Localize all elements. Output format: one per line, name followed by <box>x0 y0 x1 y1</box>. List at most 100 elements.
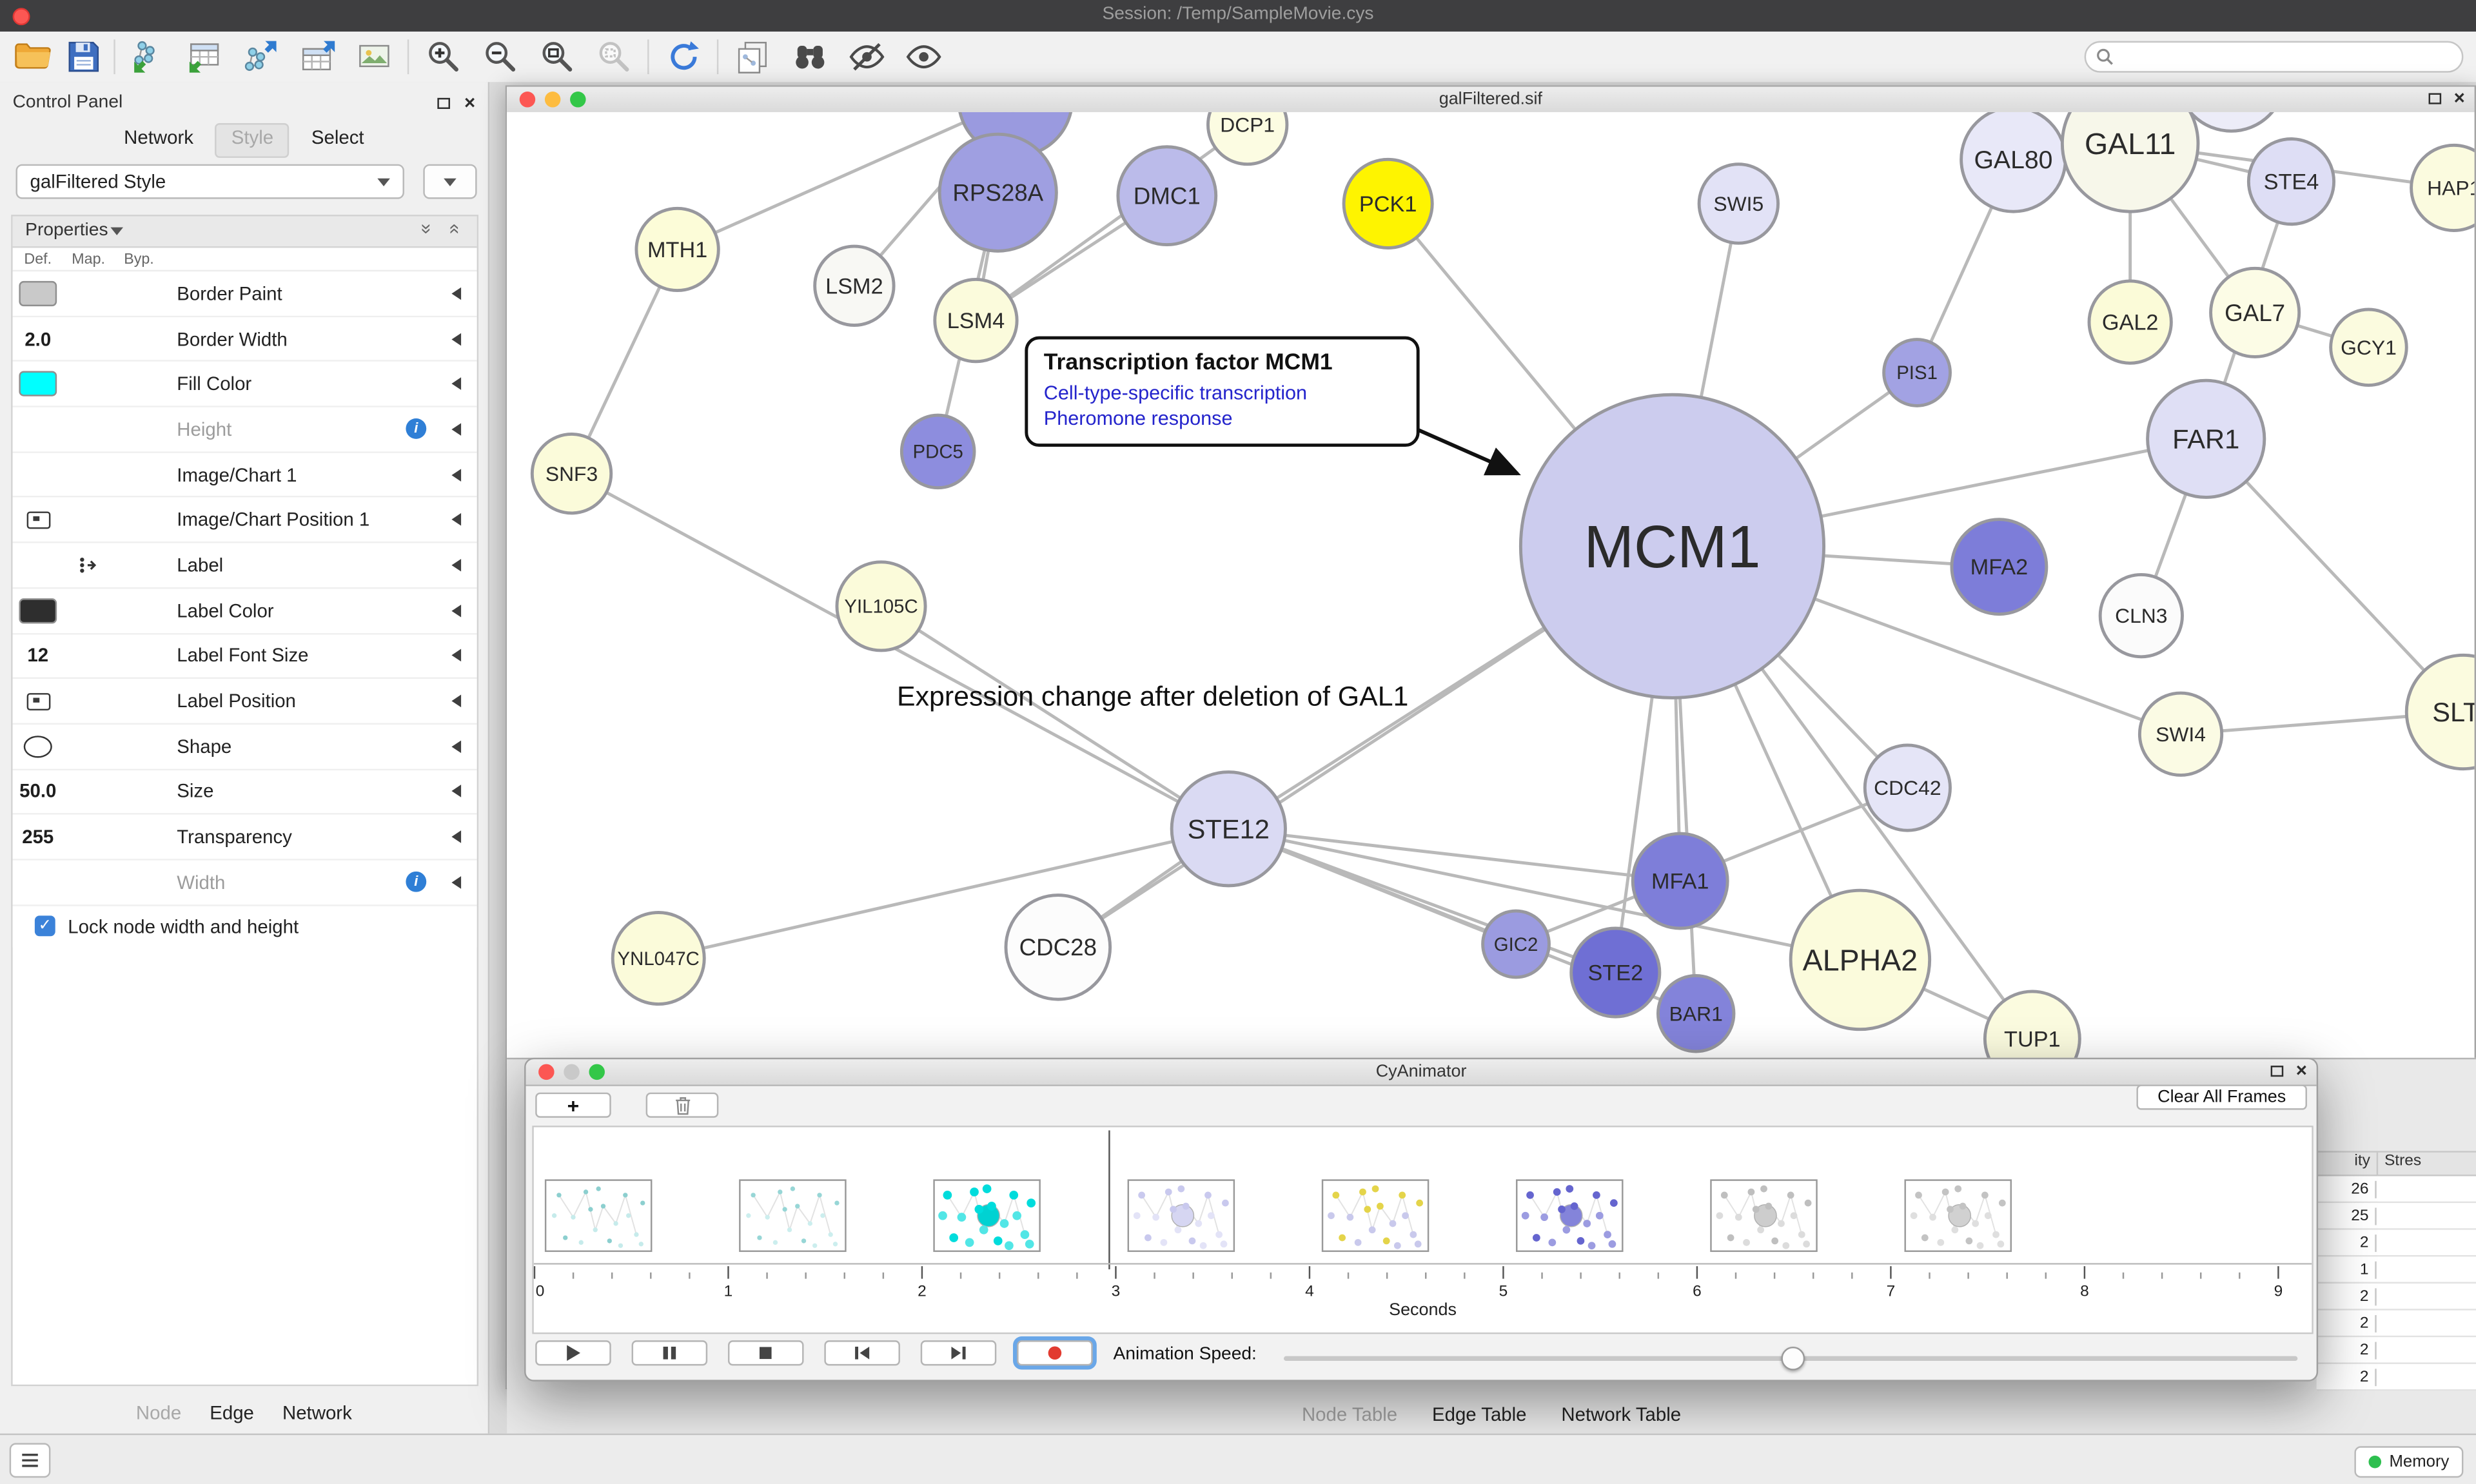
expand-arrow-icon[interactable] <box>451 287 462 300</box>
node-GAL80[interactable]: GAL80 <box>1960 112 2067 213</box>
expand-arrow-icon[interactable] <box>451 558 462 572</box>
expand-arrow-icon[interactable] <box>451 830 462 843</box>
property-row[interactable]: Image/Chart 1 <box>12 453 477 498</box>
import-network-icon[interactable] <box>126 36 168 77</box>
tab-edge-style[interactable]: Edge <box>210 1401 254 1424</box>
edge-STE12-ALPHA2[interactable] <box>1228 827 1861 962</box>
pause-button[interactable] <box>631 1340 708 1366</box>
expand-arrow-icon[interactable] <box>451 468 462 481</box>
close-view-icon[interactable]: × <box>2295 1059 2307 1082</box>
expand-arrow-icon[interactable] <box>451 739 462 753</box>
expand-arrow-icon[interactable] <box>451 649 462 662</box>
table-row[interactable]: 2 <box>2316 1310 2476 1338</box>
edge-DCP1-LSM4[interactable] <box>975 123 1249 322</box>
node-PDC5[interactable]: PDC5 <box>899 413 976 490</box>
frame-thumbnail-1[interactable] <box>739 1179 847 1253</box>
default-cell[interactable]: 12 <box>13 645 63 667</box>
node-PIS1[interactable]: PIS1 <box>1882 338 1952 407</box>
search-network-icon[interactable] <box>789 36 830 77</box>
close-view-icon[interactable]: × <box>2453 86 2465 109</box>
float-window-icon[interactable] <box>2428 92 2442 104</box>
collapse-all-icon[interactable]: » <box>416 223 438 235</box>
search-input[interactable] <box>2084 41 2464 73</box>
show-panels-button[interactable] <box>9 1443 51 1478</box>
play-button[interactable] <box>535 1340 611 1366</box>
expand-arrow-icon[interactable] <box>451 423 462 436</box>
default-cell[interactable]: 255 <box>13 826 63 848</box>
default-cell[interactable] <box>13 598 63 623</box>
node-STE4[interactable]: STE4 <box>2246 137 2336 226</box>
property-row[interactable]: Image/Chart Position 1 <box>12 498 477 543</box>
table-row[interactable]: 26 <box>2316 1176 2476 1204</box>
zoom-window-button[interactable] <box>570 92 586 108</box>
node-MFA1[interactable]: MFA1 <box>1631 832 1729 930</box>
node-SWI4[interactable]: SWI4 <box>2137 691 2224 777</box>
table-row[interactable]: 2 <box>2316 1284 2476 1311</box>
table-row[interactable]: 2 <box>2316 1363 2476 1391</box>
close-window-button[interactable] <box>519 92 536 108</box>
table-row[interactable]: 1 <box>2316 1256 2476 1284</box>
frame-thumbnail-0[interactable] <box>544 1179 653 1253</box>
node-PCK1[interactable]: PCK1 <box>1342 157 1434 249</box>
edge-SNF3-STE12[interactable] <box>571 472 1230 830</box>
node-STE12[interactable]: STE12 <box>1170 770 1287 888</box>
zoom-selected-icon[interactable] <box>594 36 635 77</box>
node-ALPHA2[interactable]: ALPHA2 <box>1789 888 1932 1031</box>
property-row[interactable]: Shape <box>12 724 477 770</box>
column-header-ity[interactable]: ity <box>2318 1152 2379 1175</box>
default-cell[interactable]: 50.0 <box>13 781 63 803</box>
save-session-icon[interactable] <box>63 36 104 77</box>
tab-network-table[interactable]: Network Table <box>1561 1403 1682 1426</box>
node-STE2[interactable]: STE2 <box>1569 926 1662 1019</box>
default-cell[interactable] <box>13 371 63 397</box>
node-MCM1[interactable]: MCM1 <box>1518 393 1826 699</box>
node-CDC28[interactable]: CDC28 <box>1004 893 1112 1001</box>
stop-button[interactable] <box>727 1340 804 1366</box>
export-table-icon[interactable] <box>297 36 338 77</box>
table-row[interactable]: 2 <box>2316 1229 2476 1257</box>
edge-P1-MTH1[interactable] <box>676 112 1016 251</box>
export-image-icon[interactable] <box>354 36 395 77</box>
annotation-link-2[interactable]: Pheromone response <box>1043 407 1233 430</box>
cyanimator-titlebar[interactable]: CyAnimator × <box>526 1059 2317 1086</box>
add-frame-button[interactable]: + <box>535 1092 611 1118</box>
annotation-box[interactable]: Transcription factor MCM1 Cell-type-spec… <box>1025 336 1420 447</box>
property-row[interactable]: Label <box>12 543 477 589</box>
expand-arrow-icon[interactable] <box>451 332 462 346</box>
table-row[interactable]: 2 <box>2316 1337 2476 1364</box>
tab-edge-table[interactable]: Edge Table <box>1431 1403 1527 1426</box>
refresh-view-icon[interactable] <box>663 36 705 77</box>
frame-thumbnail-6[interactable] <box>1710 1179 1818 1253</box>
node-GAL2[interactable]: GAL2 <box>2087 279 2173 365</box>
clear-all-frames-button[interactable]: Clear All Frames <box>2136 1084 2307 1110</box>
tab-node-table[interactable]: Node Table <box>1301 1403 1398 1426</box>
color-swatch[interactable] <box>19 280 57 306</box>
default-cell[interactable] <box>13 280 63 306</box>
tab-network[interactable]: Network <box>124 126 193 149</box>
frame-thumbnail-7[interactable] <box>1904 1179 2012 1253</box>
tab-node-style[interactable]: Node <box>135 1401 182 1424</box>
record-button[interactable] <box>1017 1340 1093 1366</box>
mapping-cell[interactable] <box>63 556 113 574</box>
edge-STE12-MFA1[interactable] <box>1228 827 1680 883</box>
properties-header[interactable]: Properties » « <box>12 216 477 248</box>
annotation-link-1[interactable]: Cell-type-specific transcription <box>1043 382 1308 404</box>
property-row[interactable]: Label Position <box>12 679 477 725</box>
float-window-icon[interactable] <box>2270 1064 2284 1076</box>
close-window-button[interactable] <box>538 1064 555 1080</box>
node-FAR1[interactable]: FAR1 <box>2146 378 2266 499</box>
minimize-window-button[interactable] <box>544 92 561 108</box>
tab-style[interactable]: Style <box>215 123 290 158</box>
table-row[interactable]: 25 <box>2316 1203 2476 1230</box>
default-cell[interactable] <box>13 735 63 757</box>
expand-arrow-icon[interactable] <box>451 785 462 798</box>
node-P2[interactable] <box>2177 112 2285 133</box>
zoom-in-icon[interactable] <box>423 36 464 77</box>
node-GAL11[interactable]: GAL11 <box>2060 112 2200 213</box>
expand-all-icon[interactable]: « <box>444 223 467 235</box>
lock-size-checkbox[interactable]: ✓ <box>34 915 55 937</box>
node-SNF3[interactable]: SNF3 <box>530 433 613 515</box>
